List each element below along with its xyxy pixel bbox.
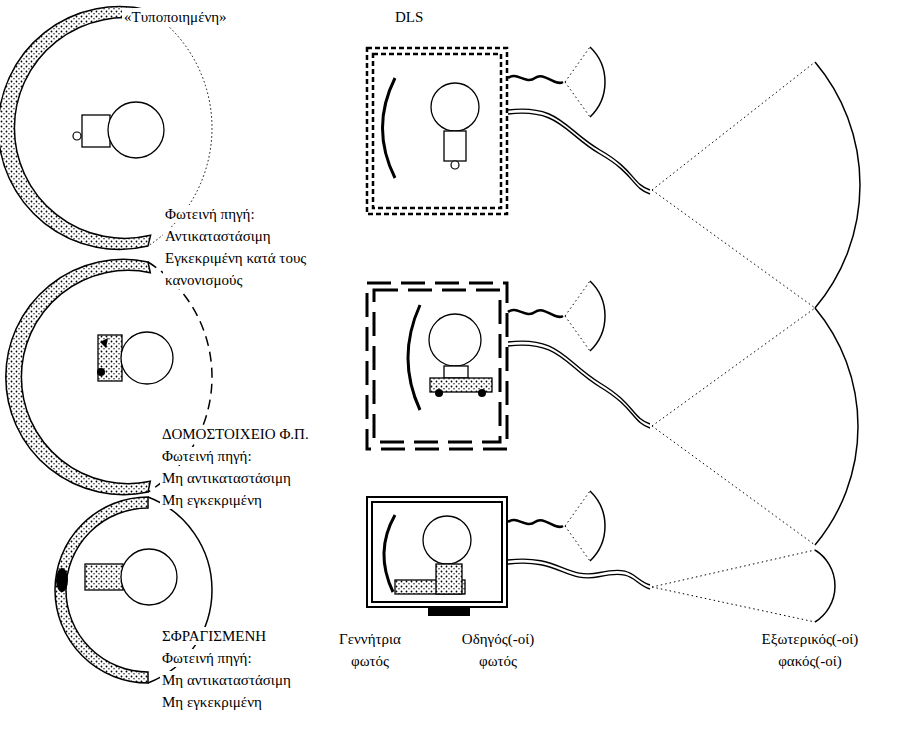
outer-lens: [815, 550, 835, 622]
light-guide: [508, 563, 650, 589]
light-guide: [508, 345, 650, 428]
lamp-module: [436, 564, 462, 594]
lamp-base: [444, 131, 466, 161]
outer-lens-edge: [652, 550, 815, 622]
column-heading: DLS: [393, 8, 425, 26]
caption-label: Φωτεινή πηγή:: [160, 649, 254, 667]
caption-label: Εξωτερικός(-οί): [760, 630, 861, 648]
caption-label: Φωτεινή πηγή:: [160, 447, 254, 465]
bulb: [429, 314, 481, 366]
contact-dot: [478, 389, 486, 397]
outer-lens: [815, 62, 860, 308]
lamp-module: [85, 564, 123, 590]
outer-lens: [815, 308, 858, 545]
sealed-connector: [428, 607, 470, 616]
small-lens-edge: [565, 281, 590, 351]
caption-label: Μη εγκεκριμένη: [160, 491, 264, 509]
light-guide: [508, 310, 563, 317]
generator-housing-inner: [374, 290, 500, 442]
light-guide: [508, 113, 650, 194]
sealed-connector: [56, 568, 68, 592]
caption-label: Εγκεκριμένη κατά τους: [163, 249, 308, 267]
lamp-base: [444, 366, 468, 378]
small-lens-edge: [565, 491, 590, 561]
contact-dot: [97, 368, 105, 376]
column-heading: «Τυποποιημένη»: [122, 8, 229, 26]
generator-housing-inner: [372, 502, 502, 602]
small-lens: [590, 47, 605, 117]
light-guide: [508, 341, 650, 424]
contact-dot: [435, 389, 443, 397]
mini-reflector: [384, 515, 395, 592]
contact-mark: [100, 338, 108, 348]
bulb: [431, 83, 479, 131]
bulb: [108, 102, 164, 158]
caption-label: κανονισμούς: [163, 271, 244, 289]
caption-label: φακός(-οί): [776, 652, 844, 670]
light-guide: [508, 109, 650, 190]
bulb: [121, 332, 173, 384]
drawing-group: [0, 7, 860, 683]
generator-housing: [367, 497, 507, 607]
light-guide: [508, 520, 563, 527]
generator-housing: [367, 48, 507, 214]
small-lens: [590, 281, 605, 351]
caption-label: Μη αντικαταστάσιμη: [160, 469, 293, 487]
caption-label: φωτός: [349, 652, 391, 670]
caption-label: Φωτεινή πηγή:: [163, 205, 257, 223]
generator-housing-inner: [373, 54, 501, 208]
mini-reflector: [383, 78, 396, 178]
outer-lens-edge: [652, 308, 815, 545]
caption-label: φωτός: [477, 652, 519, 670]
caption-label: ΣΦΡΑΓΙΣΜΕΝΗ: [160, 627, 268, 645]
caption-label: ΔΟΜΟΣΤΟΙΧΕΙΟ Φ.Π.: [160, 425, 311, 443]
caption-label: Γεννήτρια: [337, 630, 403, 648]
lamp-module: [98, 335, 122, 381]
caption-label: Οδηγός(-οί): [460, 630, 536, 648]
generator-housing: [367, 283, 507, 449]
small-lens-edge: [565, 47, 590, 117]
outer-lens-edge: [652, 62, 815, 308]
lamp-pin: [451, 161, 459, 169]
light-guide: [508, 76, 563, 83]
mini-reflector: [408, 305, 420, 410]
caption-label: Μη αντικαταστάσιμη: [160, 671, 293, 689]
lamp-base: [82, 115, 110, 147]
bulb: [423, 516, 471, 564]
caption-label: Αντικαταστάσιμη: [163, 227, 273, 245]
caption-label: Μη εγκεκριμένη: [160, 693, 264, 711]
bulb: [121, 549, 177, 605]
small-lens: [590, 491, 605, 561]
lamp-pin: [73, 132, 81, 140]
